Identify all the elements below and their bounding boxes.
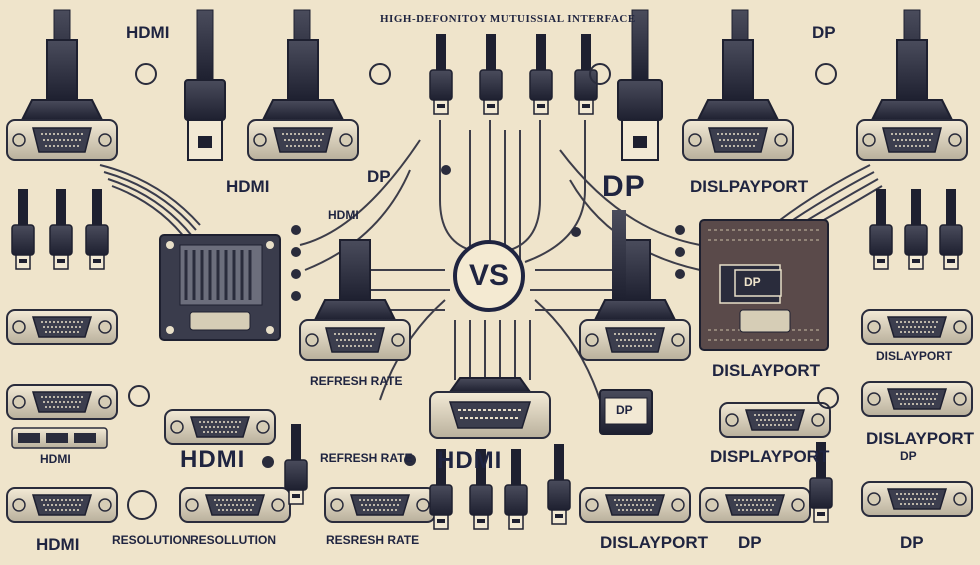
vs-badge: VS bbox=[453, 240, 525, 312]
left-hdmi-strip bbox=[11, 427, 108, 449]
top-right-connector-2 bbox=[856, 9, 968, 161]
center-hdmi-connector bbox=[429, 377, 551, 439]
center-plugs bbox=[429, 33, 598, 115]
label-displayport-mid-right: DISLAYPORT bbox=[712, 361, 821, 380]
label-displayport-lower-right: DISPLAYPORT bbox=[710, 447, 830, 466]
label-refresh-rate-lower: REFRESH RATE bbox=[320, 451, 413, 465]
label-hdmi-mid-left: HDMI bbox=[226, 177, 270, 196]
center-right-dp-plug bbox=[599, 210, 653, 435]
label-displayport-bottom: DISLAYPORT bbox=[600, 533, 709, 552]
vs-text: VS bbox=[468, 259, 510, 292]
label-hdmi-top-left: HDMI bbox=[126, 23, 170, 42]
left-small-plugs bbox=[11, 188, 109, 270]
mid-right-connector bbox=[579, 239, 691, 361]
top-left-connector-2 bbox=[247, 9, 359, 161]
mid-left-connector bbox=[299, 239, 411, 361]
label-dp-small-center-left: DP bbox=[367, 167, 391, 186]
decorative-icons bbox=[127, 63, 839, 520]
label-dp-plug: DP bbox=[616, 403, 633, 417]
icon-dots bbox=[262, 165, 685, 468]
label-hdmi-lower-left: HDMI bbox=[180, 446, 246, 473]
top-left-connector-1 bbox=[6, 9, 118, 161]
top-right-plug bbox=[617, 9, 663, 161]
label-hdmi-small-left: HDMI bbox=[40, 452, 71, 466]
left-circuit-board bbox=[159, 234, 281, 341]
label-dp-chip: DP bbox=[744, 275, 761, 289]
top-left-plug bbox=[184, 9, 226, 161]
label-dislayport-right-2: DISLAYPORT bbox=[866, 429, 975, 448]
label-dp-bottom-center-right: DP bbox=[738, 533, 762, 552]
label-dp-small-right: DP bbox=[900, 449, 917, 463]
label-refresh-rate-center: REFRESH RATE bbox=[310, 374, 403, 388]
label-resolution-1: RESOLUTION bbox=[112, 533, 191, 547]
label-hdmi-center-bottom: HDMI bbox=[437, 447, 503, 474]
label-displayport-top-right: DISLPAYPORT bbox=[690, 177, 809, 196]
label-dp-top-right: DP bbox=[812, 23, 836, 42]
label-refresh-rate-bottom: RESRESH RATE bbox=[326, 533, 420, 547]
label-hdmi-bottom-left: HDMI bbox=[36, 535, 80, 554]
top-right-connector-1 bbox=[682, 9, 794, 161]
label-resolution-2: RESOLLUTION bbox=[190, 533, 276, 547]
label-dp-large-center-right: DP bbox=[602, 170, 646, 203]
banner-title: HIGH-DEFONITOY MUTUISSIAL INTERFACE bbox=[380, 13, 636, 25]
right-small-plugs bbox=[869, 188, 963, 270]
label-dislayport-right: DISLAYPORT bbox=[876, 349, 953, 363]
dp-chip-badge bbox=[734, 269, 782, 297]
label-dp-bottom-right: DP bbox=[900, 533, 924, 552]
label-hdmi-small-center: HDMI bbox=[328, 208, 359, 222]
